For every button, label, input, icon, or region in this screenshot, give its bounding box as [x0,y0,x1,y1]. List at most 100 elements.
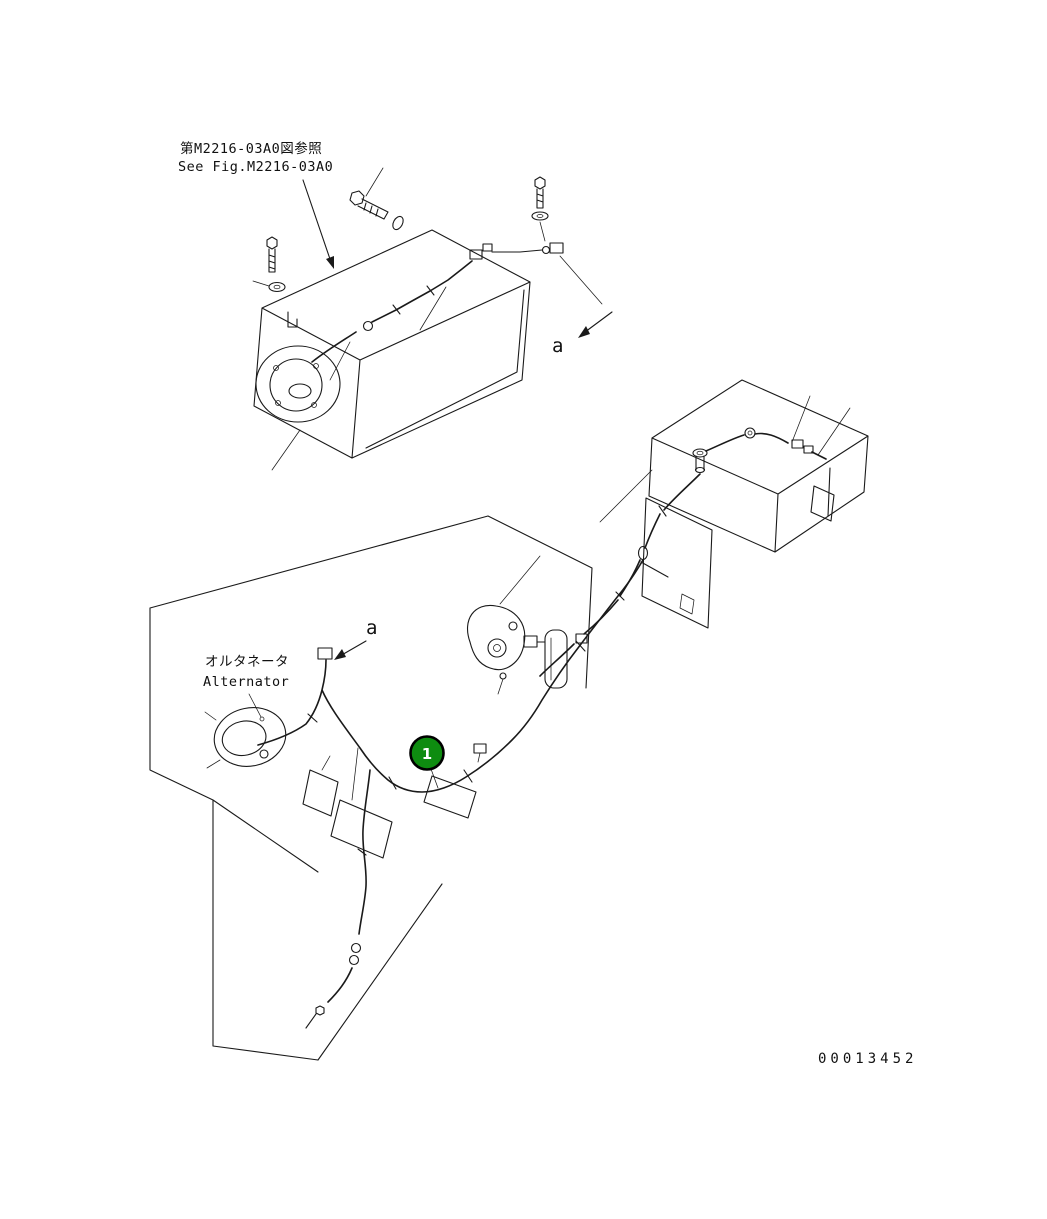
plate-outer-ring [255,345,341,423]
wiring-harness-upper [271,242,603,471]
harness-loop [362,320,374,332]
grommet-body [695,455,705,471]
drop-harness-branch [305,769,371,1029]
drop-harness-clip [357,848,367,856]
connector-drop-line [321,747,481,801]
bolt-shaft [536,188,544,209]
view-arrow-line [339,640,367,657]
reference-note-jp: 第M2216-03A0図参照 [180,140,322,157]
upper-assembly-drawing [252,167,603,471]
harness-connector [469,249,483,260]
main-harness-line [257,559,644,793]
wiring-harness-right-top [599,395,851,523]
bracket-outline [466,604,526,670]
harness-eyelet [744,427,756,439]
harness-clips-descending [615,505,667,601]
plate-clip [287,311,298,328]
plate-hole [313,363,319,369]
alternator-leader-line [248,693,262,718]
wiring-harness-descending [539,473,701,677]
connector-box [302,769,339,817]
drop-harness-line [327,769,371,1003]
plate-hole [275,400,281,406]
reference-arrow [302,179,334,269]
alternator-pulley [221,720,267,757]
view-arrow-a-upper: a [552,311,613,357]
right-assembly-drawing [539,379,869,677]
hanging-connector-boxes [302,743,487,859]
right-box-bracket [810,485,835,522]
plate-hole [273,365,279,371]
reference-arrowhead-icon [326,256,334,269]
washer-leader-line [252,280,270,287]
drop-connector [350,942,362,954]
harness-connector [803,445,814,454]
view-label-a-lower: a [366,617,377,639]
bracket-boss [487,638,507,658]
center-bracket-assembly [466,555,568,695]
harness-line-upper [311,260,473,363]
relay-box [544,629,568,689]
inline-connector [637,545,649,561]
alternator-leader-dot [259,716,265,722]
harness-jumper-line [491,249,543,253]
washer-hole [536,214,544,218]
bracket-connector [523,635,538,648]
harness-clips-upper [392,285,435,315]
harness-line-right [705,432,827,460]
bolt-shaft [357,198,389,220]
branch-line [640,561,669,578]
bolt-shaft [268,248,276,273]
bolt-leader-line [539,221,546,242]
washer [531,211,549,221]
panel-edges [149,515,593,1061]
mounting-bolt-left [252,236,286,293]
terminal-connector [549,242,564,254]
callout-balloon[interactable] [409,735,445,771]
alternator-terminal [259,749,269,759]
harness-leader-lines [599,395,851,523]
grommet-base [694,466,706,474]
drop-bolt-shaft [305,1013,317,1029]
right-box-outline [648,379,869,553]
alternator-body [213,707,287,767]
alternator-drawing: オルタネータ Alternator [203,654,289,769]
grommet-hole [696,450,704,456]
harness-connector [482,243,493,252]
assembly-leader-lines [271,286,447,471]
upper-box-outline [253,229,531,459]
callout-leader-line [430,768,439,789]
upper-branch-connector [317,647,333,660]
center-panel-drawing [149,515,593,1061]
bracket-bolt [499,672,507,680]
bracket-boss-hole [493,644,501,652]
washer-hole [273,284,281,290]
harness-connector [791,439,804,449]
lower-flap-panel [641,497,713,629]
alternator-label-jp: オルタネータ [205,654,289,670]
bolt-leader-line [365,167,384,197]
flap-detail [679,593,695,615]
flap-outline [641,497,713,629]
drop-bolt-head-icon [315,1005,325,1016]
drawing-number: 00013452 [818,1051,917,1067]
view-arrowhead-icon [334,649,346,660]
alternator-label-en: Alternator [203,674,289,690]
part-callout-1[interactable]: 1 [409,735,445,789]
reference-arrow-line [302,179,332,263]
mounting-bolt-right [531,176,549,242]
harness-wrap [423,775,477,819]
terminal-leader-line [559,255,603,305]
reference-note: 第M2216-03A0図参照 See Fig.M2216-03A0 [178,140,333,175]
bolt-head-icon [266,236,278,250]
washer [268,281,286,293]
bolt-head-icon [349,190,365,206]
plate-hole [311,402,317,408]
bracket-hole [508,621,518,631]
connector-box [330,799,393,859]
view-arrow-a-lower: a [334,617,377,660]
view-label-a-upper: a [552,335,563,357]
main-wiring-harness [257,559,644,1029]
